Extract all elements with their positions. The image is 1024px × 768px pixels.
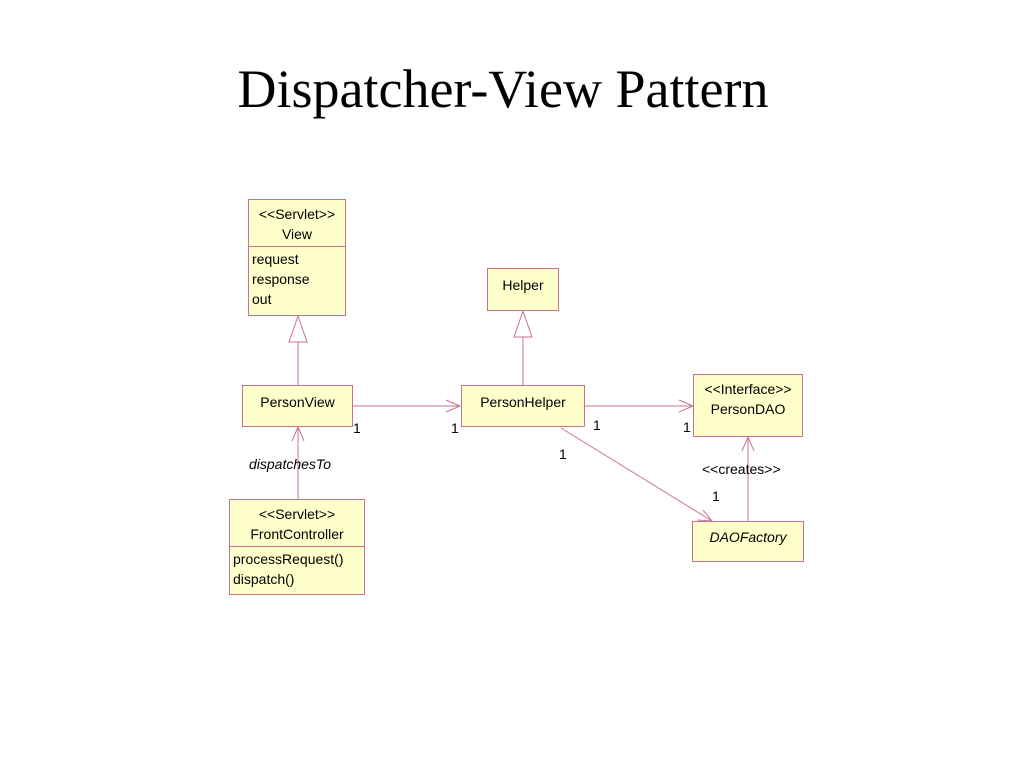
multiplicity-helper-dao-target: 1 bbox=[683, 419, 691, 435]
class-view: <<Servlet>> View request response out bbox=[248, 199, 346, 316]
label-dispatches-to: dispatchesTo bbox=[249, 456, 331, 472]
attribute: request bbox=[252, 251, 299, 267]
class-persondao-stereotype: <<Interface>> bbox=[704, 381, 792, 397]
multiplicity-personview-end: 1 bbox=[353, 420, 361, 436]
class-personhelper-name: PersonHelper bbox=[480, 394, 566, 410]
label-creates: <<creates>> bbox=[702, 461, 781, 477]
class-personhelper: PersonHelper bbox=[461, 385, 585, 427]
arrowhead-personview bbox=[291, 425, 305, 442]
class-frontcontroller-stereotype: <<Servlet>> bbox=[258, 506, 336, 522]
page-title: Dispatcher-View Pattern bbox=[237, 59, 769, 119]
class-view-stereotype: <<Servlet>> bbox=[258, 206, 336, 222]
multiplicity-helper-factory-target: 1 bbox=[712, 488, 720, 504]
generalization-arrowhead-view bbox=[288, 314, 308, 343]
arrowhead-personhelper bbox=[445, 399, 462, 413]
class-persondao-name: PersonDAO bbox=[710, 401, 786, 417]
association-personhelper-daofactory bbox=[560, 427, 713, 522]
class-view-attributes: request response out bbox=[249, 247, 345, 309]
class-view-header: <<Servlet>> View bbox=[249, 200, 345, 247]
multiplicity-personhelper-end: 1 bbox=[451, 420, 459, 436]
multiplicity-helper-dao-source: 1 bbox=[593, 417, 601, 433]
generalization-arrowhead-helper bbox=[513, 309, 533, 338]
class-personview: PersonView bbox=[242, 385, 353, 427]
class-view-name: View bbox=[281, 226, 313, 242]
class-persondao-header: <<Interface>> PersonDAO bbox=[694, 375, 802, 419]
class-persondao: <<Interface>> PersonDAO bbox=[693, 374, 803, 437]
arrowhead-persondao-creates bbox=[741, 435, 755, 452]
class-frontcontroller-operations: processRequest() dispatch() bbox=[230, 547, 364, 589]
class-helper-name: Helper bbox=[502, 277, 544, 293]
operation: processRequest() bbox=[233, 551, 344, 567]
class-frontcontroller: <<Servlet>> FrontController processReque… bbox=[229, 499, 365, 595]
class-personview-name: PersonView bbox=[260, 394, 335, 410]
class-frontcontroller-header: <<Servlet>> FrontController bbox=[230, 500, 364, 547]
class-daofactory-name: DAOFactory bbox=[709, 529, 787, 545]
class-frontcontroller-name: FrontController bbox=[250, 526, 344, 542]
multiplicity-helper-factory-source: 1 bbox=[559, 446, 567, 462]
attribute: out bbox=[252, 291, 272, 307]
class-daofactory: DAOFactory bbox=[692, 521, 804, 562]
attribute: response bbox=[252, 271, 310, 287]
operation: dispatch() bbox=[233, 571, 295, 587]
class-helper: Helper bbox=[487, 268, 559, 311]
